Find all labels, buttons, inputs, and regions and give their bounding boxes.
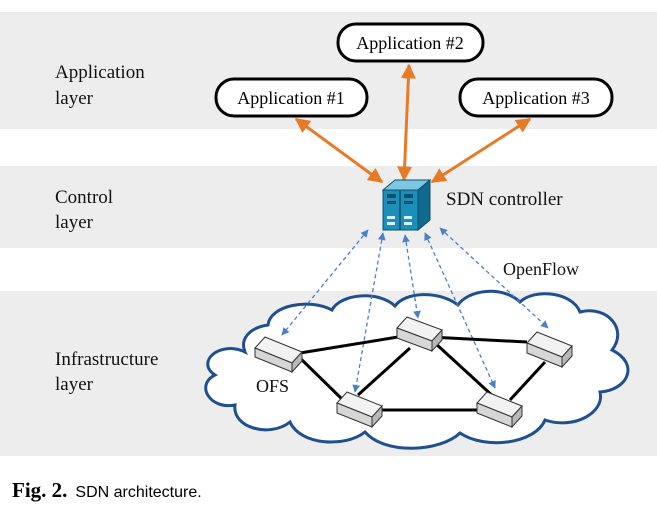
sdn-architecture-diagram: Application layer Control layer Infrastr…: [0, 12, 657, 456]
switch-1: [254, 336, 303, 374]
ofs-label: OFS: [256, 376, 289, 396]
application-2-label: Application #2: [356, 33, 463, 53]
openflow-link-5: [439, 227, 549, 329]
openflow-label: OpenFlow: [503, 259, 579, 279]
switch-2: [396, 316, 443, 353]
figure-caption: Fig. 2. SDN architecture.: [12, 478, 202, 503]
figure-caption-text: SDN architecture.: [75, 484, 202, 501]
switch-5: [476, 391, 523, 429]
switch-link-6: [356, 346, 412, 397]
app1-controller-arrow: [294, 117, 384, 184]
application-box-1: Application #1: [214, 77, 369, 118]
control-layer-label: Control layer: [55, 187, 118, 233]
switch-link-2: [429, 335, 528, 344]
app3-controller-arrow: [430, 117, 532, 184]
openflow-link-3: [402, 234, 421, 319]
application-box-3: Application #3: [458, 77, 614, 118]
switch-links: [298, 335, 547, 412]
figure-caption-label: Fig. 2.: [12, 478, 68, 502]
sdn-controller-icon: [381, 178, 432, 232]
application-3-label: Application #3: [482, 88, 589, 108]
openflow-link-2: [352, 232, 386, 393]
application-layer-label: Application layer: [55, 62, 149, 109]
app2-controller-arrow: [397, 63, 416, 182]
infrastructure-layer-label: Infrastructure layer: [55, 349, 163, 395]
switch-link-1: [299, 335, 399, 355]
switch-3: [526, 331, 573, 369]
application-1-label: Application #1: [237, 88, 344, 108]
sdn-controller-label: SDN controller: [446, 189, 563, 210]
switch-link-7: [433, 341, 497, 400]
switch-4: [336, 391, 383, 429]
switch-link-5: [298, 356, 347, 404]
application-box-2: Application #2: [336, 22, 485, 63]
openflow-links: [281, 227, 549, 393]
switch-link-3: [508, 360, 547, 402]
app-controller-arrows: [294, 63, 532, 184]
